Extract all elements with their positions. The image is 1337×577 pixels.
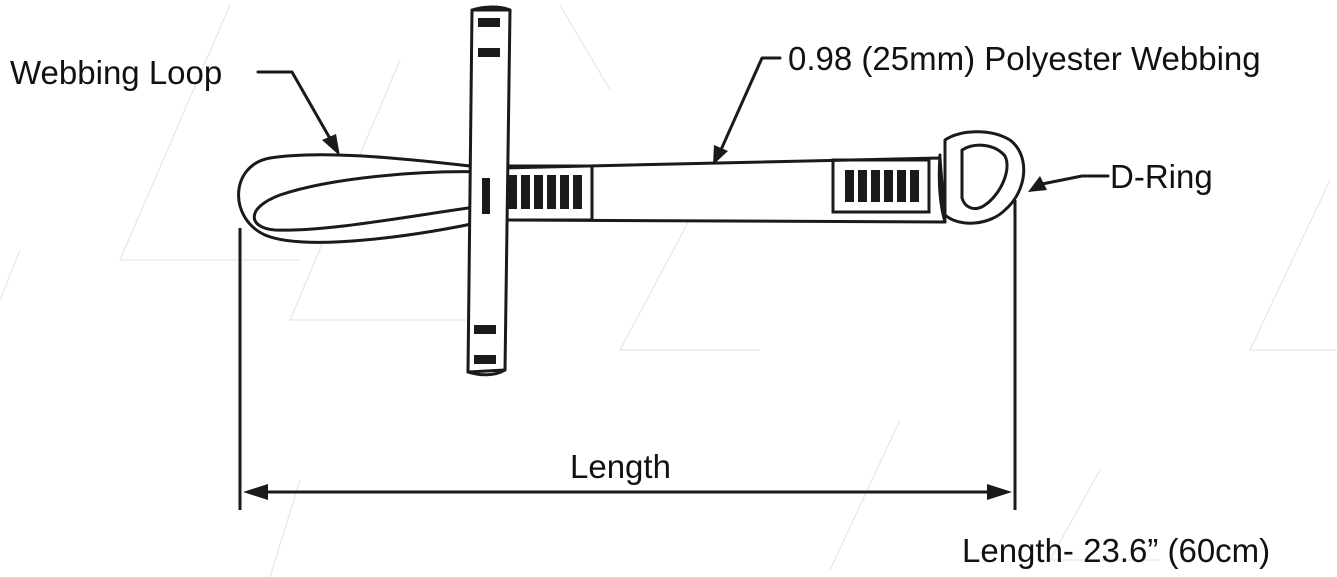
arrow-left-icon bbox=[243, 484, 268, 500]
arrow-icon bbox=[322, 134, 340, 156]
leader-d-ring bbox=[1028, 174, 1110, 192]
stitch-bar-left bbox=[508, 175, 582, 209]
label-webbing-spec: 0.98 (25mm) Polyester Webbing bbox=[788, 40, 1261, 77]
label-webbing-loop: Webbing Loop bbox=[10, 54, 222, 91]
arrow-icon bbox=[1028, 176, 1047, 192]
arrow-icon bbox=[713, 145, 728, 165]
stitch-bar-right bbox=[845, 170, 919, 202]
leader-webbing-loop bbox=[256, 70, 340, 156]
d-ring bbox=[937, 130, 1026, 225]
arrow-right-icon bbox=[987, 484, 1012, 500]
webbing-strap bbox=[237, 153, 947, 244]
dimension-line bbox=[238, 200, 1017, 510]
label-length-spec: Length- 23.6” (60cm) bbox=[962, 532, 1270, 569]
leader-webbing-spec bbox=[713, 56, 782, 165]
webbing-loop bbox=[237, 153, 492, 244]
label-dimension: Length bbox=[570, 448, 671, 485]
cross-strap bbox=[466, 5, 512, 377]
label-d-ring: D-Ring bbox=[1110, 158, 1213, 195]
